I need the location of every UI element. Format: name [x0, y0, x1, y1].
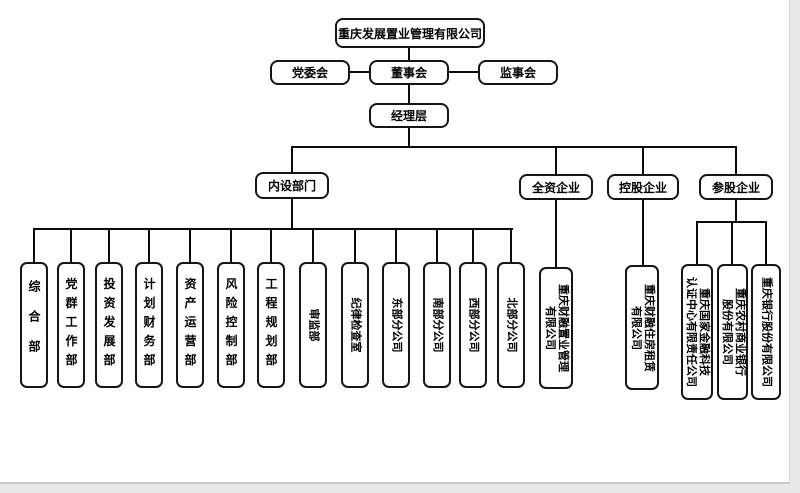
org-branch-box: 西部分公司 [459, 262, 487, 388]
org-company-label: 重庆财融住房租赁 有限公司 [629, 284, 655, 372]
org-node-label: 监事会 [499, 66, 536, 80]
org-dept-box: 投资发展部 [95, 262, 123, 388]
org-branch-box: 南部分公司 [423, 262, 451, 388]
org-company-box: 重庆农村商业银行 股份有限公司 [717, 264, 748, 400]
org-dept-label: 计划财务部 [142, 277, 156, 373]
company-name-line: 股份有限公司 [720, 299, 733, 365]
org-dept-label: 资产运营部 [183, 277, 197, 373]
org-dept-box: 工程规划部 [257, 262, 285, 388]
org-dept-box: 资产运营部 [176, 262, 204, 388]
org-branch-label: 西部分公司 [467, 297, 480, 353]
company-name-line: 有限公司 [630, 305, 642, 350]
org-dept-box: 党群工作部 [57, 262, 85, 388]
connector-line [408, 48, 410, 61]
connector-line [108, 228, 110, 262]
org-node-label: 内设部门 [267, 179, 316, 193]
org-dept-label: 工程规划部 [264, 277, 278, 373]
connector-line [642, 146, 644, 174]
org-node-label: 经理层 [390, 109, 427, 123]
company-name-line: 认证中心有限责任公司 [685, 277, 697, 387]
org-node-board-of-directors: 董事会 [369, 60, 449, 85]
connector-line [70, 228, 72, 262]
connector-line [642, 200, 644, 265]
connector-line [555, 200, 557, 267]
connector-line [395, 228, 397, 262]
org-dept-label: 审监部 [307, 308, 320, 342]
connector-line [449, 71, 478, 73]
org-node-label: 控股企业 [618, 180, 667, 195]
org-dept-box: 审监部 [299, 262, 327, 388]
org-group-participation: 参股企业 [699, 174, 773, 200]
connector-line [735, 146, 737, 174]
org-node-label: 董事会 [390, 66, 427, 80]
org-node-management-layer: 经理层 [369, 103, 449, 128]
connector-line [436, 228, 438, 262]
connector-line [312, 228, 314, 262]
org-node-label: 党委会 [291, 66, 328, 80]
org-dept-box: 纪律检查室 [341, 262, 369, 388]
org-company-label: 重庆农村商业银行 股份有限公司 [720, 288, 746, 376]
org-node-root: 重庆发展置业管理有限公司 [335, 18, 485, 48]
org-group-holding: 控股企业 [607, 174, 679, 200]
org-group-internal-departments: 内设部门 [255, 172, 329, 199]
connector-line [291, 199, 293, 229]
org-dept-label: 投资发展部 [102, 277, 116, 373]
org-company-box: 重庆银行股份有限公司 [751, 264, 781, 400]
connector-line [765, 221, 767, 264]
connector-line [291, 146, 293, 172]
connector-line [696, 221, 698, 264]
company-name-line: 重庆国家金融科技 [698, 288, 710, 376]
connector-line [230, 228, 232, 262]
connector-line [555, 146, 557, 174]
org-dept-box: 风险控制部 [217, 262, 245, 388]
org-node-label: 重庆发展置业管理有限公司 [337, 26, 482, 41]
company-name-line: 重庆财融置业管理 [557, 284, 569, 372]
org-company-label: 重庆银行股份有限公司 [760, 277, 773, 387]
org-node-board-of-supervisors: 监事会 [478, 60, 558, 85]
connector-line [510, 228, 512, 262]
org-dept-label: 综合部 [27, 280, 41, 370]
org-branch-box: 东部分公司 [382, 262, 410, 388]
connector-line [354, 228, 356, 262]
company-name-line: 重庆农村商业银行 [733, 288, 746, 376]
org-dept-label: 党群工作部 [64, 277, 78, 373]
connector-line [33, 228, 35, 262]
org-company-box: 重庆国家金融科技 认证中心有限责任公司 [681, 264, 713, 400]
org-chart-canvas: 重庆发展置业管理有限公司 党委会 董事会 监事会 经理层 内设部门 全资企业 控… [0, 0, 790, 484]
org-group-wholly-owned: 全资企业 [519, 174, 593, 200]
org-branch-box: 北部分公司 [497, 262, 525, 388]
org-dept-box: 计划财务部 [135, 262, 163, 388]
org-node-label: 全资企业 [531, 180, 580, 195]
company-name-line: 重庆银行股份有限公司 [760, 277, 773, 387]
connector-line [148, 228, 150, 262]
connector-line [408, 128, 410, 148]
org-branch-label: 东部分公司 [390, 297, 403, 353]
connector-line [291, 146, 737, 148]
connector-line [408, 85, 410, 103]
connector-line [33, 228, 513, 230]
connector-line [472, 228, 474, 262]
connector-line [189, 228, 191, 262]
connector-line [735, 200, 737, 223]
org-company-label: 重庆财融置业管理 有限公司 [543, 284, 569, 372]
org-dept-label: 纪律检查室 [349, 297, 362, 353]
connector-line [350, 71, 370, 73]
org-branch-label: 南部分公司 [431, 297, 444, 353]
org-node-party-committee: 党委会 [270, 60, 350, 85]
company-name-line: 重庆财融住房租赁 [643, 283, 655, 372]
connector-line [731, 221, 733, 264]
org-node-label: 参股企业 [711, 180, 760, 195]
company-name-line: 有限公司 [544, 306, 556, 350]
connector-line [270, 228, 272, 262]
org-dept-label: 风险控制部 [224, 277, 238, 373]
org-company-label: 重庆国家金融科技 认证中心有限责任公司 [684, 277, 710, 387]
org-branch-label: 北部分公司 [505, 297, 518, 353]
org-dept-box: 综合部 [20, 262, 48, 388]
org-company-box: 重庆财融置业管理 有限公司 [539, 267, 573, 389]
org-company-box: 重庆财融住房租赁 有限公司 [625, 265, 659, 390]
